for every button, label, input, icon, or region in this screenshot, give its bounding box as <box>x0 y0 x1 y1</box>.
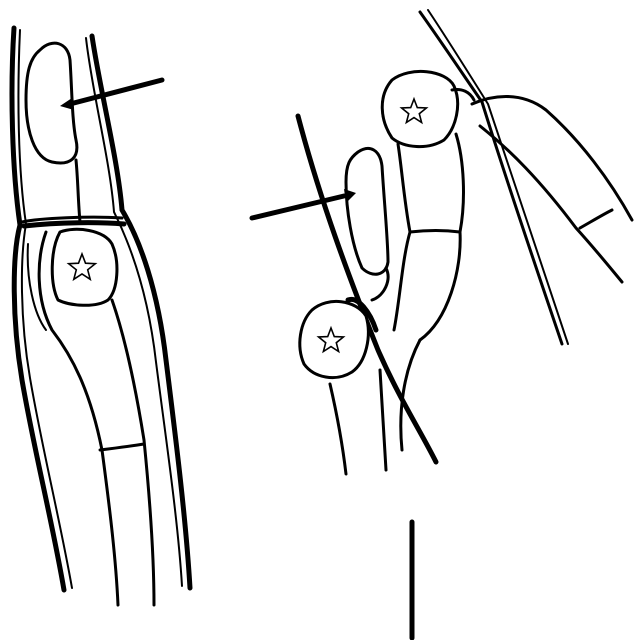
right-lower-filament-a <box>330 384 346 474</box>
right-lower-filament-c <box>401 340 420 450</box>
right-branch-top <box>472 97 632 221</box>
left-panel <box>12 28 190 605</box>
left-cell-stalk <box>76 160 80 222</box>
left-arrow-icon <box>60 80 162 110</box>
right-upper-sheath-b <box>428 10 568 344</box>
left-sheath-outer-right <box>92 36 190 588</box>
left-filament-body-right <box>112 300 154 605</box>
right-arrow-cell <box>346 148 388 274</box>
right-central-cross-wall <box>410 231 460 233</box>
left-sheath-inner-right <box>86 38 182 586</box>
left-inner-curve <box>28 244 46 330</box>
right-branch-bottom <box>480 126 622 282</box>
left-cross-wall <box>100 444 144 450</box>
right-central-body-left <box>394 144 410 330</box>
right-arrow-icon <box>252 189 356 218</box>
left-septum <box>24 223 124 226</box>
right-central-body-right <box>420 134 463 340</box>
right-panel <box>252 10 632 474</box>
right-upper-sheath-a <box>420 12 562 344</box>
right-lower-filament-b <box>380 370 386 470</box>
right-branch-cross-wall <box>580 210 612 228</box>
